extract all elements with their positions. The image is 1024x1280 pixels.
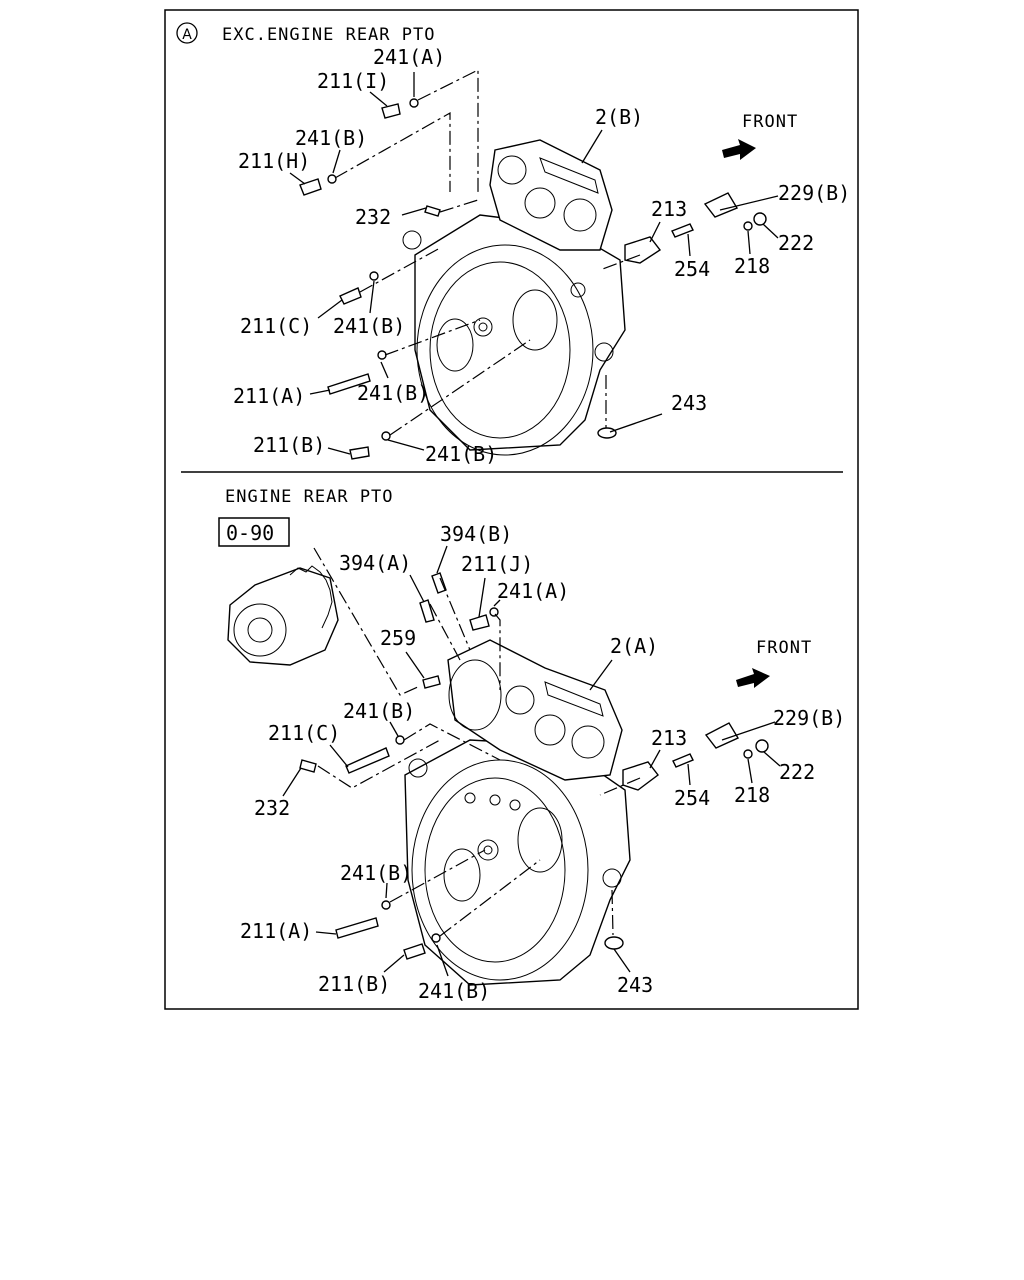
bottom-callout-241A: 241(A) <box>497 579 569 603</box>
bottom-callout-211C: 211(C) <box>268 721 340 745</box>
top-fasteners <box>299 98 767 460</box>
top-callout-241B-4: 241(B) <box>425 442 497 466</box>
ref-box <box>218 517 290 547</box>
top-callout-241B-1: 241(B) <box>295 126 367 150</box>
bottom-callout-211J: 211(J) <box>461 552 533 576</box>
bottom-leader-lines <box>282 545 781 977</box>
bottom-view: ENGINE REAR PTO 0-90 FRONT <box>218 487 845 1003</box>
bottom-callout-394B: 394(B) <box>440 522 512 546</box>
bottom-callout-241B-2: 241(B) <box>340 861 412 885</box>
top-leader-lines <box>289 69 779 455</box>
section-marker: A <box>182 27 192 43</box>
bottom-callout-259: 259 <box>380 626 416 650</box>
bottom-callout-394A: 394(A) <box>339 551 411 575</box>
bottom-callout-222: 222 <box>779 760 815 784</box>
bottom-callout-2A: 2(A) <box>610 634 658 658</box>
top-view: A EXC.ENGINE REAR PTO FRONT <box>176 22 850 466</box>
bottom-front-label: FRONT <box>756 638 812 658</box>
top-front-label: FRONT <box>742 112 798 132</box>
top-callout-2B: 2(B) <box>595 105 643 129</box>
top-callout-241A: 241(A) <box>373 45 445 69</box>
pto-unit <box>227 565 339 666</box>
bottom-callout-213: 213 <box>651 726 687 750</box>
top-callout-218: 218 <box>734 254 770 278</box>
top-callout-229B: 229(B) <box>778 181 850 205</box>
top-callout-211H: 211(H) <box>238 149 310 173</box>
top-callout-232: 232 <box>355 205 391 229</box>
top-callout-211B: 211(B) <box>253 433 325 457</box>
diagram-frame <box>164 9 859 1010</box>
bottom-callout-229B: 229(B) <box>773 706 845 730</box>
top-callout-243: 243 <box>671 391 707 415</box>
top-callout-213: 213 <box>651 197 687 221</box>
top-gear-case <box>489 139 613 251</box>
top-callout-211C: 211(C) <box>240 314 312 338</box>
top-callout-241B-2: 241(B) <box>333 314 405 338</box>
bottom-callout-211A: 211(A) <box>240 919 312 943</box>
bottom-callout-241B-1: 241(B) <box>343 699 415 723</box>
bottom-flywheel-housing <box>404 739 631 986</box>
top-callout-211I: 211(I) <box>317 69 389 93</box>
top-callout-222: 222 <box>778 231 814 255</box>
bottom-callout-243: 243 <box>617 973 653 997</box>
bottom-callout-232: 232 <box>254 796 290 820</box>
section-marker-circle <box>176 22 198 44</box>
bottom-callout-218: 218 <box>734 783 770 807</box>
bottom-gear-case <box>447 639 623 781</box>
top-flywheel-housing <box>402 214 626 456</box>
bottom-callout-254: 254 <box>674 786 710 810</box>
top-front-arrow-icon <box>722 139 756 160</box>
top-callout-211A: 211(A) <box>233 384 305 408</box>
ref-box-label: 0-90 <box>226 521 274 545</box>
top-view-title: EXC.ENGINE REAR PTO <box>222 25 435 45</box>
top-callout-241B-3: 241(B) <box>357 381 429 405</box>
bottom-callout-241B-3: 241(B) <box>418 979 490 1003</box>
bottom-view-title: ENGINE REAR PTO <box>225 487 394 507</box>
bottom-callout-211B: 211(B) <box>318 972 390 996</box>
bottom-fasteners <box>299 572 769 960</box>
bottom-front-arrow-icon <box>736 668 770 688</box>
top-callout-254: 254 <box>674 257 710 281</box>
